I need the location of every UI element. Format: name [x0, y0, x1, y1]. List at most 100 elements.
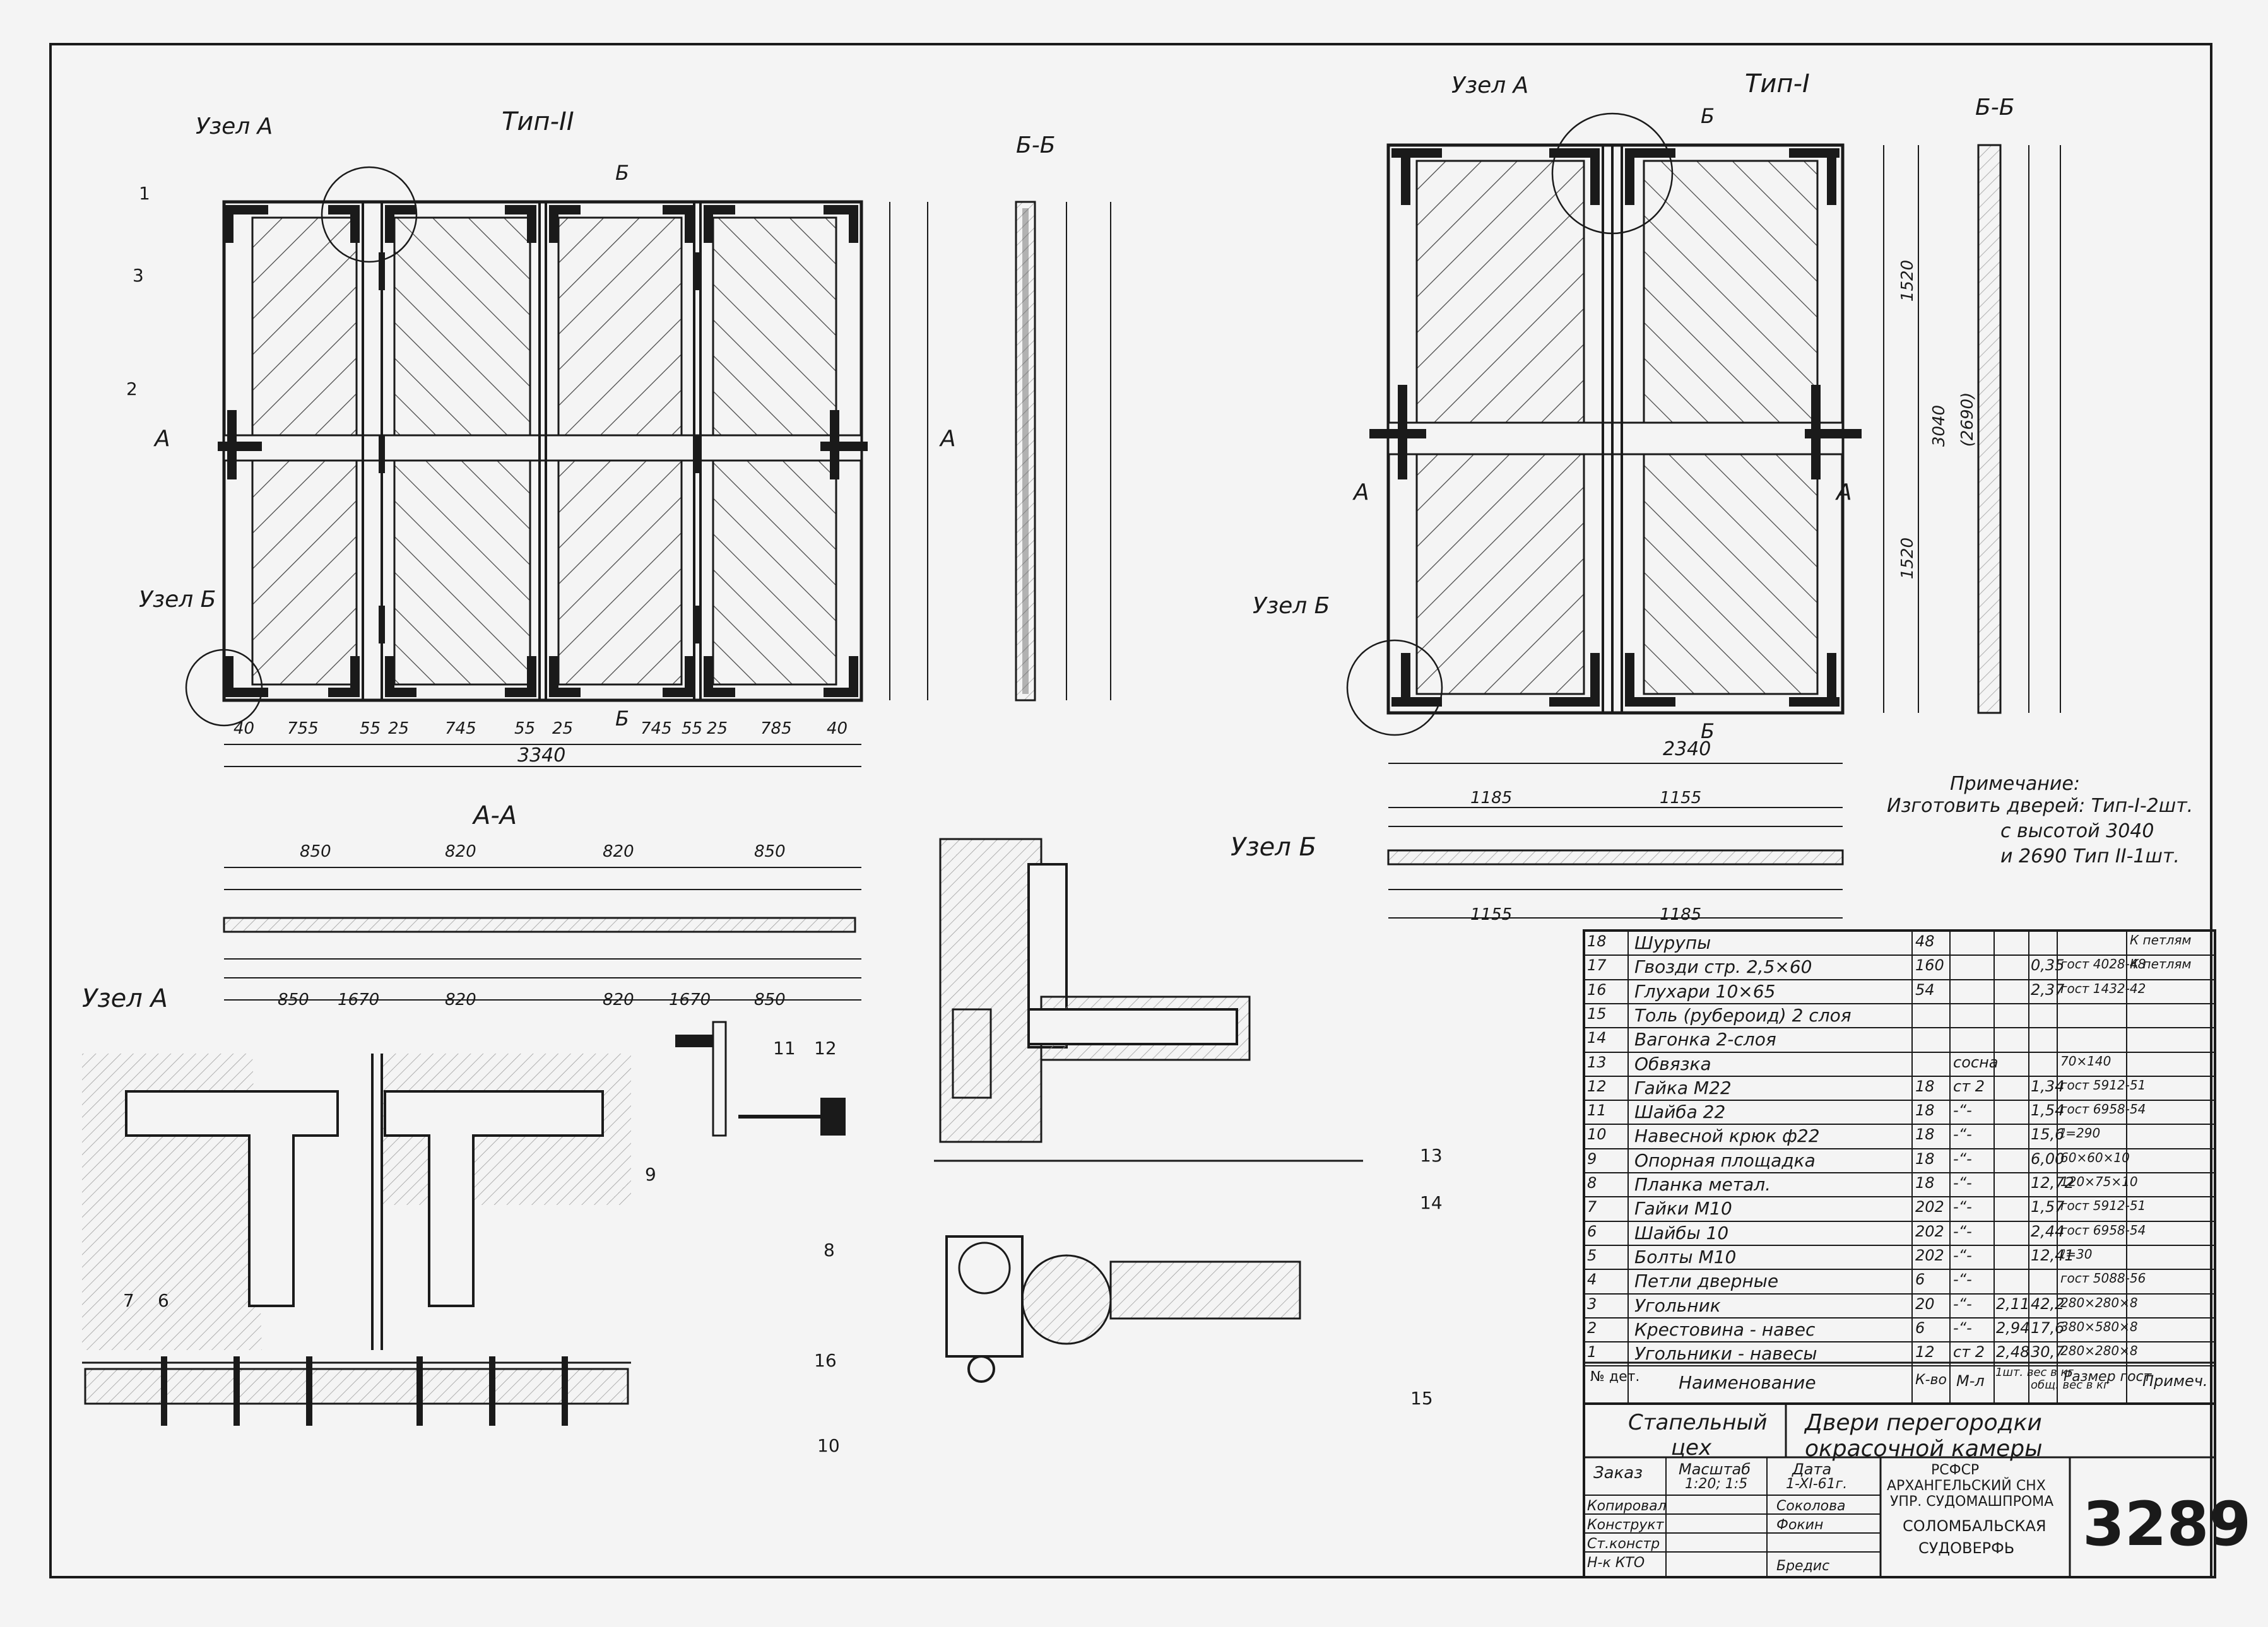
mark-a-left: А [155, 426, 170, 452]
aa-bottom-820-a: 820 [445, 990, 476, 1009]
spec-cell: Опорная площадка [1634, 1149, 1816, 1171]
section-aa-title: А-А [473, 801, 517, 830]
t2-dim-9: 25 [707, 719, 728, 738]
spec-cell: -“- [1953, 1101, 1972, 1120]
spec-cell: Вагонка 2-слоя [1634, 1029, 1776, 1050]
spec-h-name: Наименование [1679, 1372, 1816, 1393]
mark-b-top-type1: Б [1701, 104, 1715, 128]
spec-cell: 9 [1587, 1149, 1597, 1168]
spec-cell: -“- [1953, 1174, 1972, 1192]
callout-11: 11 [773, 1038, 796, 1059]
title-date-value: 1-XI-61г. [1786, 1476, 1848, 1492]
spec-cell: 42,2 [2031, 1295, 2065, 1313]
aa-bottom-850-a: 850 [278, 990, 309, 1009]
spec-cell: 6,00 [2031, 1149, 2065, 1168]
spec-cell: 2 [1587, 1319, 1597, 1337]
mark-b-bottom-type2: Б [615, 707, 629, 731]
spec-cell: 3 [1587, 1295, 1597, 1313]
spec-cell: 120×75×10 [2060, 1174, 2138, 1189]
spec-cell: 380×580×8 [2060, 1319, 2138, 1334]
spec-cell: 12,41 [2031, 1246, 2074, 1264]
spec-cell: Болты М10 [1634, 1246, 1737, 1267]
spec-cell: 1 [1587, 1343, 1597, 1361]
plan-top-1155: 1155 [1660, 789, 1702, 808]
aa-bottom-1670-b: 1670 [669, 990, 711, 1009]
title-name-2: Фокин [1776, 1517, 1824, 1533]
spec-cell: гост 5912-51 [2060, 1077, 2146, 1093]
type1-plan-section [1387, 807, 1844, 919]
spec-cell: 2,37 [2031, 980, 2065, 999]
spec-h-qty: К-во [1915, 1372, 1947, 1388]
spec-cell: Планка метал. [1634, 1174, 1771, 1195]
note-line-2: с высотой 3040 [2000, 820, 2154, 842]
spec-table [1583, 929, 2216, 1405]
spec-cell: 18 [1915, 1125, 1935, 1144]
node-b-detail [675, 838, 1363, 1383]
spec-cell: 6 [1915, 1319, 1925, 1337]
spec-cell: -“- [1953, 1271, 1972, 1289]
t2-dim-11: 40 [827, 719, 848, 738]
spec-cell: 202 [1915, 1198, 1944, 1216]
node-b-label-type1: Узел Б [1253, 593, 1330, 619]
spec-cell: 12,72 [2031, 1174, 2074, 1192]
section-bb-left [1015, 201, 1111, 702]
spec-cell: Гайка М22 [1634, 1077, 1732, 1098]
t1-overall-width: 2340 [1663, 738, 1711, 760]
callout-3: 3 [133, 265, 144, 286]
node-a-detail [82, 1054, 631, 1426]
title-role-4: Н-к КТО [1587, 1555, 1645, 1571]
spec-cell: 2,48 [1996, 1343, 2030, 1361]
mark-b-bottom-type1: Б [1701, 719, 1715, 743]
spec-cell: -“- [1953, 1319, 1972, 1337]
spec-row-line [1584, 1269, 2215, 1271]
spec-cell: 8 [1587, 1174, 1597, 1192]
spec-row-line [1584, 1365, 2215, 1367]
note-line-3: и 2690 Тип II-1шт. [2000, 845, 2180, 867]
type1-title: Тип-I [1745, 69, 1810, 98]
spec-h-total: общ. вес в кг [2031, 1378, 2110, 1392]
spec-cell: -“- [1953, 1149, 1972, 1168]
spec-cell: Гайки М10 [1634, 1198, 1732, 1219]
spec-cell: 18 [1915, 1101, 1935, 1120]
spec-cell: 0,35 [2031, 956, 2065, 975]
note-line-1: Изготовить дверей: Тип-I-2шт. [1887, 795, 2194, 817]
spec-cell: 6 [1915, 1271, 1925, 1289]
node-a-label-type1: Узел А [1451, 73, 1529, 98]
spec-cell: 12 [1915, 1343, 1935, 1361]
title-date-label: Дата [1792, 1460, 1832, 1478]
spec-cell: 2,11 [1996, 1295, 2030, 1313]
title-name-4: Бредис [1776, 1558, 1830, 1574]
t1-height-alt: (2690) [1958, 392, 1978, 447]
org-line-1: РСФСР [1931, 1462, 1980, 1478]
spec-cell: Шайба 22 [1634, 1101, 1726, 1123]
plan-bottom-1185: 1185 [1660, 905, 1702, 924]
spec-cell: 48 [1915, 932, 1935, 950]
spec-cell: Угольник [1634, 1295, 1721, 1316]
spec-row-line [1584, 1124, 2215, 1125]
spec-cell: 16 [1587, 980, 1607, 999]
title-role-2: Конструкт [1587, 1517, 1664, 1533]
spec-cell: 54 [1915, 980, 1935, 999]
section-bb-title-left: Б-Б [1016, 132, 1056, 158]
spec-cell: 202 [1915, 1222, 1944, 1240]
callout-12: 12 [814, 1038, 837, 1059]
callout-6: 6 [158, 1290, 169, 1311]
spec-cell: -“- [1953, 1246, 1972, 1264]
spec-row-line [1584, 1196, 2215, 1198]
t2-dim-3: 25 [388, 719, 410, 738]
mark-a-type1-left: А [1354, 479, 1369, 505]
spec-cell: 280×280×8 [2060, 1343, 2138, 1359]
spec-h-note: Примеч. [2142, 1372, 2208, 1390]
spec-row-line [1584, 1027, 2215, 1029]
t2-dim-2: 55 [360, 719, 381, 738]
spec-cell: -“- [1953, 1222, 1972, 1240]
spec-cell: 20 [1915, 1295, 1935, 1313]
spec-cell: 13 [1587, 1053, 1607, 1071]
spec-cell: 1,34 [2031, 1077, 2065, 1095]
title-name-1: Соколова [1776, 1498, 1846, 1514]
spec-cell: Глухари 10×65 [1634, 980, 1776, 1002]
callout-2: 2 [126, 379, 138, 399]
spec-cell: гост 6958-54 [2060, 1222, 2146, 1238]
spec-cell: Шурупы [1634, 932, 1711, 953]
node-b-label-type2: Узел Б [139, 587, 216, 613]
